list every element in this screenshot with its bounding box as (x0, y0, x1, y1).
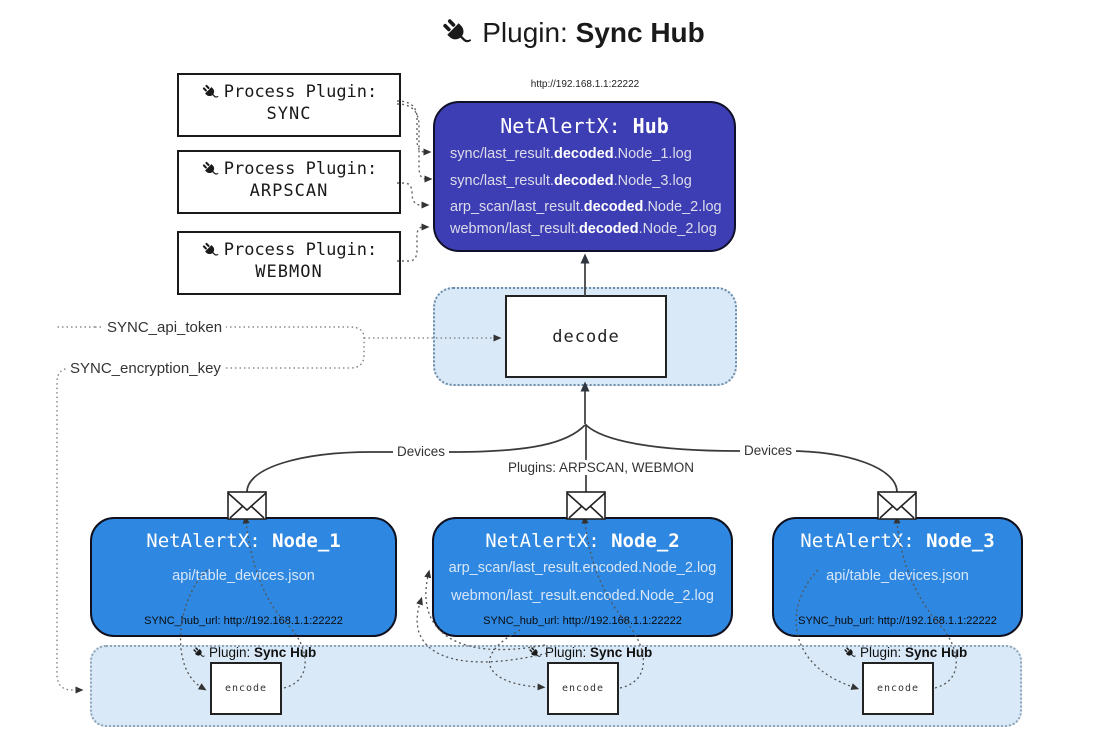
node-1-box: NetAlertX: Node_1 api/table_devices.json… (90, 517, 397, 637)
process-plugin-sync: Process Plugin: SYNC (177, 73, 401, 137)
plug-icon (443, 19, 472, 43)
node-3-box: NetAlertX: Node_3 api/table_devices.json… (772, 517, 1023, 637)
plug-icon (202, 242, 219, 256)
hub-title: NetAlertX: Hub (500, 114, 669, 138)
page-title: Plugin: Sync Hub (14, 16, 1117, 50)
node-title: NetAlertX: Node_2 (485, 530, 680, 552)
process-plugin-name: SYNC (266, 104, 312, 124)
devices-right-label: Devices (740, 443, 797, 458)
encode-box: encode (862, 662, 934, 715)
envelope-icons (227, 491, 917, 520)
process-plugin-name: WEBMON (255, 262, 323, 282)
plugins-mid-label: Plugins: ARPSCAN, WEBMON (504, 460, 699, 475)
node-hub-url: SYNC_hub_url: http://192.168.1.1:22222 (798, 615, 997, 627)
node-file: arp_scan/last_result.encoded.Node_2.log (448, 560, 717, 576)
plug-icon (202, 84, 219, 98)
page-title-text: Plugin: Sync Hub (482, 17, 705, 48)
band-plugin-label: Plugin: Sync Hub (528, 645, 652, 660)
decode-box: decode (505, 295, 667, 378)
process-plugin-name: ARPSCAN (249, 181, 329, 201)
node-file: api/table_devices.json (826, 568, 969, 584)
plugin-to-hub-links (396, 100, 433, 262)
band-plugin-label: Plugin: Sync Hub (843, 645, 967, 660)
hub-url: http://192.168.1.1:22222 (530, 79, 640, 90)
envelope-icon (227, 491, 267, 520)
encode-box: encode (547, 662, 619, 715)
hub-log-line: webmon/last_result.decoded.Node_2.log (450, 221, 717, 237)
node-title: NetAlertX: Node_3 (800, 530, 995, 552)
sync-encryption-key-label: SYNC_encryption_key (66, 360, 225, 377)
plug-icon (844, 646, 856, 657)
encode-box: encode (210, 662, 282, 715)
process-plugin-label: Process Plugin: (223, 240, 378, 260)
hub-log-line: arp_scan/last_result.decoded.Node_2.log (450, 199, 722, 215)
node-file: api/table_devices.json (172, 568, 315, 584)
devices-left-label: Devices (393, 444, 450, 459)
node-title: NetAlertX: Node_1 (146, 530, 341, 552)
node-hub-url: SYNC_hub_url: http://192.168.1.1:22222 (144, 615, 343, 627)
plug-icon (529, 646, 541, 657)
node-file: webmon/last_result.encoded.Node_2.log (451, 588, 714, 604)
process-plugin-arpscan: Process Plugin: ARPSCAN (177, 150, 401, 214)
hub-log-line: sync/last_result.decoded.Node_1.log (450, 146, 692, 162)
process-plugin-label: Process Plugin: (223, 159, 378, 179)
envelope-icon (566, 491, 606, 520)
plug-icon (202, 161, 219, 175)
envelope-icon (877, 491, 917, 520)
hub-log-line: sync/last_result.decoded.Node_3.log (450, 173, 692, 189)
process-plugin-label: Process Plugin: (223, 82, 378, 102)
node-2-box: NetAlertX: Node_2 arp_scan/last_result.e… (432, 517, 733, 637)
node-hub-url: SYNC_hub_url: http://192.168.1.1:22222 (483, 615, 682, 627)
sync-api-token-label: SYNC_api_token (103, 319, 227, 336)
process-plugin-webmon: Process Plugin: WEBMON (177, 231, 401, 295)
plug-icon (193, 646, 205, 657)
band-plugin-label: Plugin: Sync Hub (192, 645, 316, 660)
hub-box: NetAlertX: Hub sync/last_result.decoded.… (433, 101, 736, 252)
